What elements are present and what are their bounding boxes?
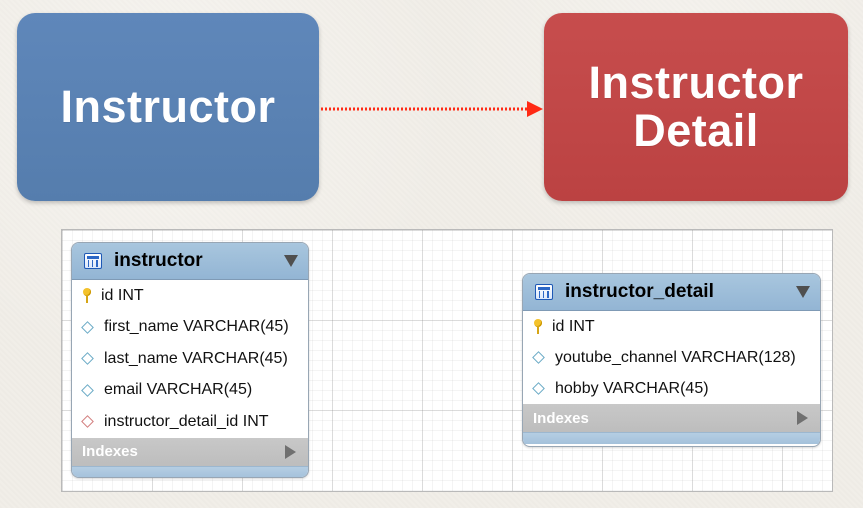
instructor-detail-table-footer — [523, 432, 820, 444]
instructor-detail-indexes-bar[interactable]: Indexes — [523, 404, 820, 432]
instructor-detail-table[interactable]: instructor_detail id INT youtube_channel… — [522, 273, 821, 447]
instructor-field-last-name[interactable]: last_name VARCHAR(45) — [72, 343, 308, 375]
indexes-label: Indexes — [82, 443, 138, 460]
table-icon — [535, 284, 553, 300]
field-label: hobby VARCHAR(45) — [555, 379, 709, 397]
instructor-field-instructor-detail-id[interactable]: instructor_detail_id INT — [72, 406, 308, 438]
diamond-icon — [532, 351, 545, 364]
diamond-icon-red — [81, 415, 94, 429]
instructor-detail-entity-box: Instructor Detail — [544, 13, 848, 201]
field-label: id INT — [552, 317, 595, 335]
table-icon — [84, 253, 102, 269]
instructor-entity-label: Instructor — [60, 80, 276, 132]
diamond-icon — [532, 382, 545, 395]
triangle-right-icon[interactable] — [797, 411, 808, 425]
instructor-detail-entity-line1: Instructor — [588, 56, 804, 108]
instructor-detail-entity-line2: Detail — [633, 105, 759, 156]
triangle-down-icon[interactable] — [284, 255, 298, 267]
instructor-detail-table-title: instructor_detail — [565, 281, 714, 302]
instructor-detail-field-hobby[interactable]: hobby VARCHAR(45) — [523, 373, 820, 404]
instructor-detail-field-id[interactable]: id INT — [523, 311, 820, 342]
instructor-entity-box: Instructor — [17, 13, 319, 201]
instructor-field-first-name[interactable]: first_name VARCHAR(45) — [72, 312, 308, 344]
field-label: instructor_detail_id INT — [104, 412, 269, 430]
diamond-icon — [81, 383, 94, 397]
instructor-indexes-bar[interactable]: Indexes — [72, 437, 308, 466]
triangle-down-icon[interactable] — [796, 286, 810, 298]
diamond-icon — [81, 352, 94, 366]
instructor-detail-table-header[interactable]: instructor_detail — [523, 274, 820, 311]
field-label: email VARCHAR(45) — [104, 381, 253, 399]
key-icon — [533, 318, 543, 336]
instructor-table[interactable]: instructor id INT first_name VARCHAR(45)… — [71, 242, 309, 478]
key-icon — [82, 287, 92, 305]
field-label: id INT — [101, 286, 144, 304]
instructor-detail-field-youtube-channel[interactable]: youtube_channel VARCHAR(128) — [523, 342, 820, 373]
triangle-right-icon[interactable] — [285, 444, 296, 459]
indexes-label: Indexes — [533, 409, 589, 427]
instructor-field-id[interactable]: id INT — [72, 280, 308, 312]
instructor-table-title: instructor — [114, 250, 203, 271]
field-label: last_name VARCHAR(45) — [104, 349, 288, 367]
instructor-field-email[interactable]: email VARCHAR(45) — [72, 375, 308, 407]
diamond-icon — [81, 320, 94, 334]
instructor-table-header[interactable]: instructor — [72, 243, 308, 280]
field-label: youtube_channel VARCHAR(128) — [555, 348, 796, 366]
field-label: first_name VARCHAR(45) — [104, 318, 289, 336]
instructor-table-footer — [72, 465, 308, 477]
